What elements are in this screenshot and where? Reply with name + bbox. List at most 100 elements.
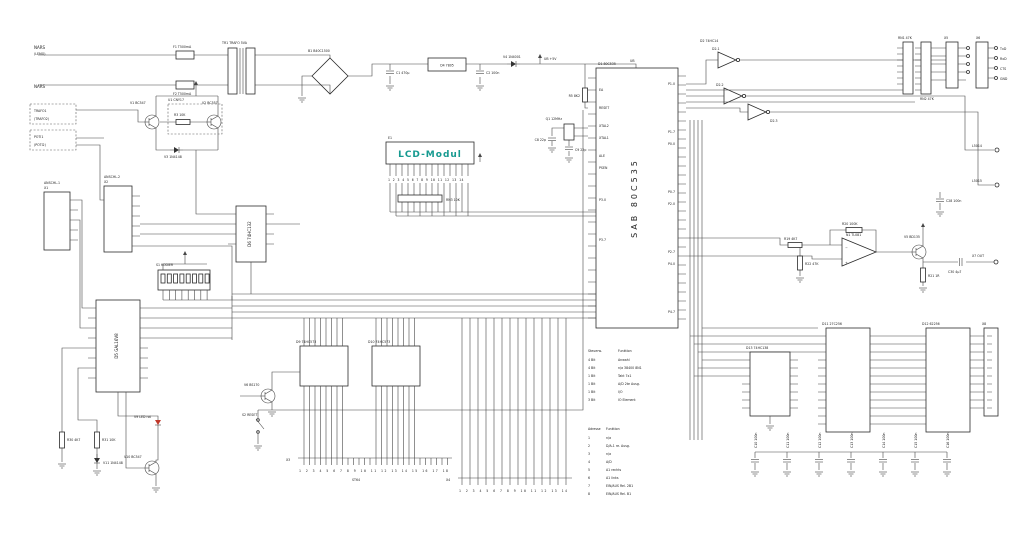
signal-txd: TxD <box>999 47 1007 51</box>
transistor-v1-label: V1 BC547 <box>130 101 146 105</box>
led-v9-label: V9 LED rot <box>134 415 152 419</box>
ic-eprom-pins <box>818 335 918 425</box>
ground-symbol <box>795 277 805 283</box>
ic-d5-body <box>95 299 141 393</box>
cap-c8 <box>547 137 557 141</box>
resistor-r5 <box>582 87 588 103</box>
ground-symbol <box>935 211 945 217</box>
poti-box <box>29 129 77 151</box>
ic-d10-body <box>371 345 421 387</box>
addresses-row-key: 8 <box>588 492 590 496</box>
x4-numbers: 1 2 3 4 5 6 7 8 9 10 11 12 13 14 <box>459 489 568 493</box>
resistor-network-rn2-label: RN2 47K <box>920 97 935 101</box>
transistor-v5 <box>911 244 927 260</box>
ground-symbol <box>267 411 277 417</box>
mcu-pin-p17: P1.7 <box>668 130 675 134</box>
terminal <box>994 46 998 50</box>
cap-c9 <box>564 146 574 150</box>
addresses-row-key: 2 <box>588 444 590 448</box>
trafo2-label: (TRAFO2) <box>34 117 49 121</box>
addresses-row-val: D/A-1 re. Ausg. <box>606 444 630 448</box>
addresses-row-key: 3 <box>588 452 590 456</box>
vcc-arrow <box>538 54 542 58</box>
resistor-r20-label: R20 100K <box>842 222 858 226</box>
dip-switch-s1 <box>157 269 211 291</box>
terminal <box>966 46 970 50</box>
ground-symbol <box>385 85 395 91</box>
resistor-r20 <box>845 227 863 233</box>
resistor-r22-label: R22 47K <box>805 262 819 266</box>
cap-row-item <box>942 459 952 463</box>
diode-v11-label: V11 1N4148 <box>103 461 123 465</box>
fuse-f1 <box>175 50 195 60</box>
reset-wires <box>257 110 584 444</box>
addresses-row-val: n/a <box>606 436 611 440</box>
rn-ticks <box>897 47 946 91</box>
ic-d5-label: D5 GAL16V8 <box>114 333 119 359</box>
reset-switch-label: S2 RESET <box>242 413 257 417</box>
mcu-right-pins <box>678 75 686 320</box>
x8-ticks <box>987 335 992 409</box>
vcc-arrow <box>193 80 199 91</box>
latch-bottom-drops <box>303 386 415 458</box>
cap-c8-label: C8 22p <box>535 138 546 142</box>
ground-symbol <box>475 85 485 91</box>
cap-c28-label: C28 100n <box>946 199 961 203</box>
terminal <box>966 70 970 74</box>
connector-x2-label: X2 <box>104 180 108 184</box>
diode-v11 <box>93 453 101 468</box>
lcd-designator: E1 <box>388 136 392 140</box>
terminal <box>994 56 998 60</box>
addresses-header-2: Funktion <box>606 427 620 431</box>
mcu-designator: D1 80C535 <box>598 62 616 66</box>
ground-symbol <box>253 445 263 451</box>
resistor-r31 <box>94 431 100 449</box>
resistor-r19 <box>787 242 803 248</box>
ground-symbol <box>942 471 952 477</box>
cap-c1-label: C1 470µ <box>396 71 409 75</box>
resistor-network-rn1-label: RN1 47K <box>898 36 913 40</box>
terminal <box>966 54 970 58</box>
signals-row-val: I/O <box>618 390 623 394</box>
ic-d6-label: D6 74HC132 <box>247 221 252 247</box>
ground-symbol <box>878 471 888 477</box>
signals-row-key: 1 Bit <box>588 374 596 378</box>
nars-label-1: NARS <box>34 45 46 50</box>
signals-row-val: Anwahl <box>618 358 630 362</box>
signals-header-1: Steuerw. <box>588 349 602 353</box>
reset-crystal-wires <box>551 64 588 156</box>
inverter-1 <box>717 51 741 69</box>
trafo-box <box>29 103 77 125</box>
addresses-row-val: EIN/AUS Rel. 2B1 <box>606 484 633 488</box>
inverter-group-label: D2 74HC14 <box>700 39 718 43</box>
mcu-body <box>595 67 679 329</box>
power-wires <box>38 54 637 96</box>
cap-c1 <box>385 70 395 74</box>
ground-symbol <box>782 471 792 477</box>
signals-row-key: 1 Bit <box>588 390 596 394</box>
transistor-v10 <box>144 460 160 476</box>
cap-row-label: C16 100n <box>946 433 950 448</box>
crystal-q1-label: Q1 12MHz <box>546 117 563 121</box>
cluster-wires <box>155 90 228 215</box>
top-right-wires <box>686 59 994 186</box>
ground-symbol <box>151 487 161 493</box>
poti1-label: POTI1 <box>34 135 43 139</box>
mcu-pin-xtal1: XTAL1 <box>599 136 609 140</box>
connector-x1-caption: ANSCHL.1 <box>44 181 60 185</box>
terminal-l5015-label: L5015 <box>972 179 982 183</box>
ground-symbol <box>910 471 920 477</box>
ic-decoder-pins <box>742 359 798 424</box>
resistor-network-rn2 <box>920 41 932 95</box>
terminal-l5015 <box>994 182 1000 188</box>
mcu-pin-p20: P2.0 <box>668 202 675 206</box>
transistor-v6 <box>260 388 276 404</box>
bridge-label: B1 B40C1500 <box>308 49 330 53</box>
cap-row-label: C13 100n <box>850 433 854 448</box>
mcu-pin-p47: P4.7 <box>668 310 675 314</box>
signal-cts: CTS <box>1000 67 1006 71</box>
dip-switch-label: S1 KODIER <box>156 263 174 267</box>
resistor-r3-label: R3 10K <box>174 113 186 117</box>
terminal-l5014-label: L5014 <box>972 144 982 148</box>
